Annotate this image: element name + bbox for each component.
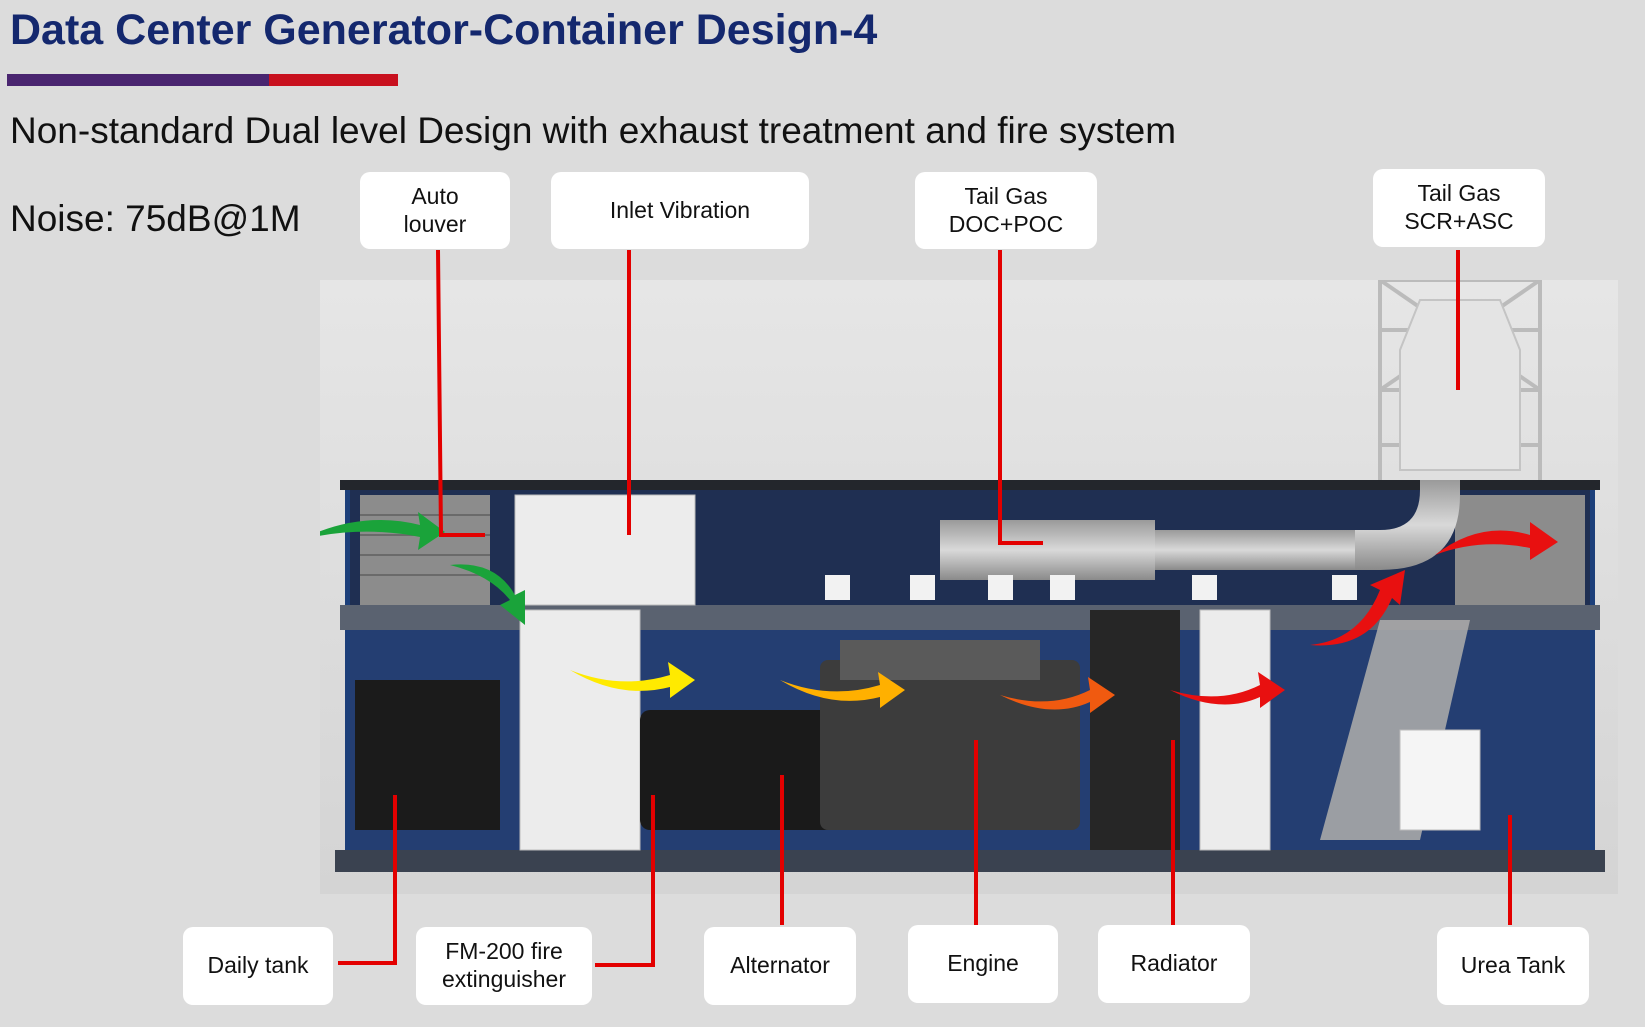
arrow-intake-2 (450, 564, 525, 625)
scr-reactor (1399, 299, 1521, 471)
arrow-red-3 (1435, 522, 1558, 560)
label-engine: Engine (908, 925, 1058, 1003)
inlet-silencer (514, 494, 696, 606)
label-tail-gas-scr-line1: Tail Gas (1417, 180, 1501, 207)
base-beam (335, 850, 1605, 872)
urea-tank-shape (1399, 729, 1481, 831)
engine-head (840, 640, 1040, 680)
label-fm200: FM-200 fire extinguisher (416, 927, 592, 1005)
label-radiator-text: Radiator (1130, 950, 1218, 977)
outlet-louver (1455, 495, 1585, 605)
label-engine-text: Engine (947, 950, 1019, 977)
exhaust-silencer (940, 520, 1155, 580)
label-daily-tank: Daily tank (183, 927, 333, 1005)
generator-container-illustration (320, 280, 1618, 894)
arrow-intake-1 (320, 512, 445, 550)
label-tail-gas-scr-line2: SCR+ASC (1404, 208, 1514, 234)
radiator-shape (1090, 610, 1180, 850)
label-radiator: Radiator (1098, 925, 1250, 1003)
arrow-yellow (570, 662, 695, 698)
inlet-louver (360, 495, 490, 605)
engine-block (820, 660, 1080, 830)
label-alternator-text: Alternator (730, 952, 830, 979)
label-auto-louver-line2: louver (403, 210, 467, 237)
label-auto-louver: Auto louver (360, 172, 510, 249)
label-tail-gas-doc: Tail Gas DOC+POC (915, 172, 1097, 249)
label-urea-tank-text: Urea Tank (1460, 952, 1566, 979)
label-daily-tank-text: Daily tank (207, 952, 309, 979)
exhaust-panel (1199, 609, 1271, 851)
airflow-arrows (320, 512, 1558, 713)
alternator-shape (640, 710, 850, 830)
accent-red (269, 74, 398, 86)
top-beam (340, 480, 1600, 490)
label-alternator: Alternator (704, 927, 856, 1005)
arrow-orange (1000, 677, 1115, 713)
page-subtitle: Non-standard Dual level Design with exha… (10, 110, 1177, 151)
label-tail-gas-scr: Tail Gas SCR+ASC (1373, 169, 1545, 247)
label-urea-tank: Urea Tank (1437, 927, 1589, 1005)
exhaust-pipe (1155, 530, 1355, 570)
arrow-amber (780, 672, 905, 708)
label-fm200-line2: extinguisher (441, 966, 567, 992)
label-fm200-line1: FM-200 fire (445, 938, 563, 965)
title-accent-bar (7, 74, 398, 86)
label-inlet-vibration: Inlet Vibration (551, 172, 809, 249)
label-inlet-vibration-text: Inlet Vibration (609, 196, 751, 223)
label-tail-gas-doc-line1: Tail Gas (964, 182, 1048, 209)
page-title: Data Center Generator-Container Design-4 (10, 6, 878, 54)
accent-purple (7, 74, 269, 86)
airflow-panel (519, 609, 641, 851)
arrow-red-2 (1310, 570, 1405, 646)
label-tail-gas-doc-line2: DOC+POC (948, 210, 1064, 237)
daily-tank-shape (355, 680, 500, 830)
exhaust-elbow (1355, 480, 1460, 570)
arrow-red-1 (1170, 672, 1285, 708)
noise-spec: Noise: 75dB@1M (10, 198, 301, 239)
label-auto-louver-line1: Auto (411, 182, 459, 209)
